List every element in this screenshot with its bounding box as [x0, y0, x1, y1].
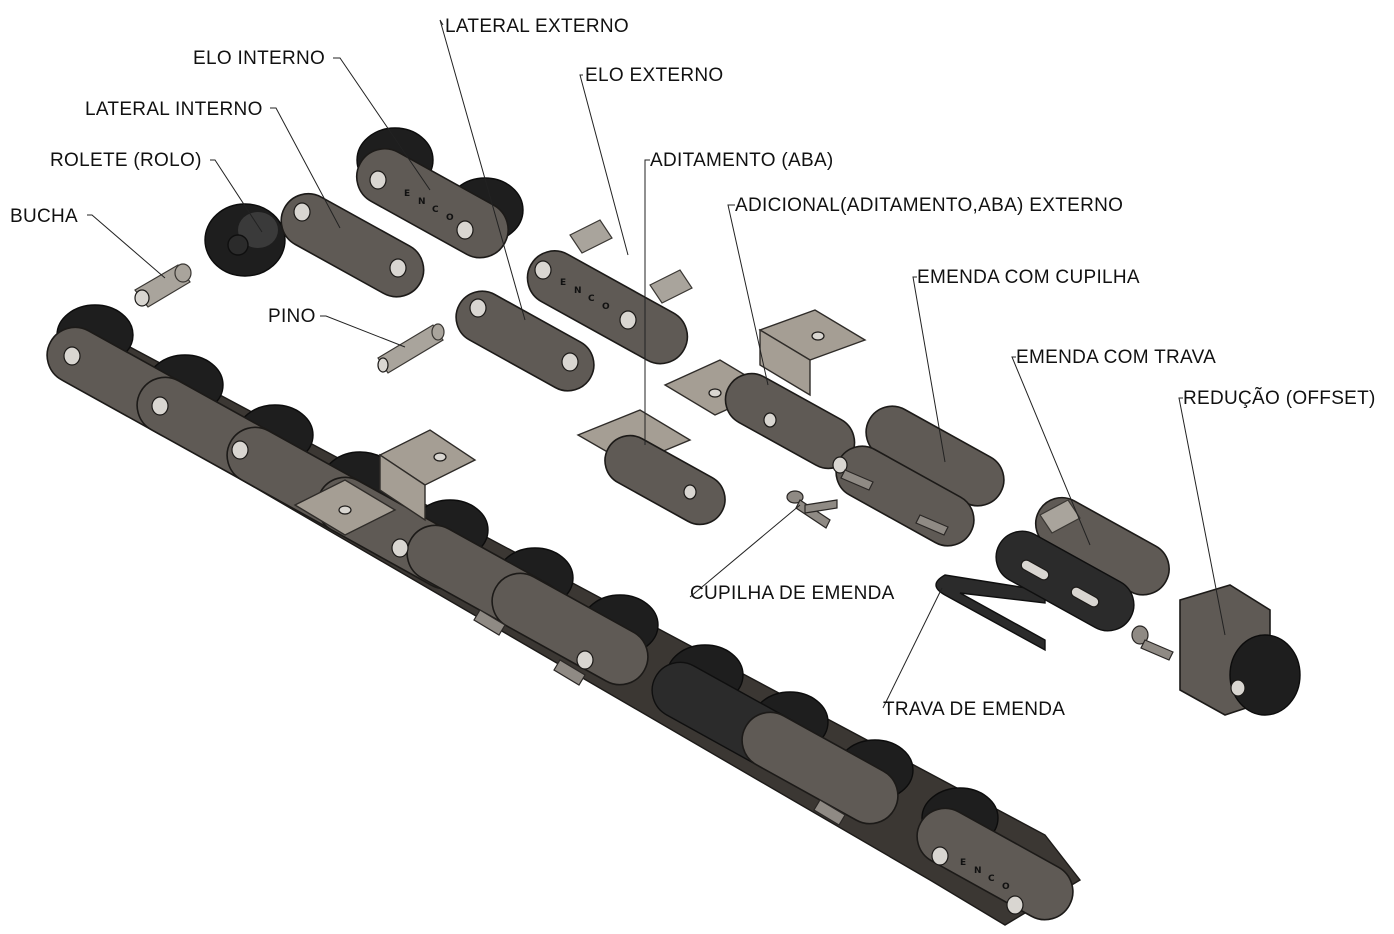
part-trava-de-emenda: [935, 574, 1046, 652]
labels: LATERAL EXTERNO ELO INTERNO ELO EXTERNO …: [10, 16, 1376, 720]
label-trava-de-emenda: TRAVA DE EMENDA: [883, 699, 1065, 720]
label-pino: PINO: [268, 306, 316, 327]
chain-attachment-tabs: [293, 429, 477, 536]
leader-lateral-externo: [439, 19, 526, 321]
part-pino: [377, 323, 445, 374]
leader-trava-de-emenda: [882, 587, 943, 709]
leader-bucha: [87, 214, 166, 279]
leader-lines: [87, 19, 1226, 709]
leader-adicional-externo: [727, 204, 769, 386]
plate-mark: O: [602, 302, 610, 312]
label-adicional-externo: ADICIONAL(ADITAMENTO,ABA) EXTERNO: [735, 195, 1123, 216]
leader-emenda-com-cupilha: [912, 276, 946, 463]
leader-elo-interno: [333, 57, 431, 191]
plate-mark: N: [418, 197, 426, 207]
leader-lateral-interno: [270, 107, 341, 229]
plate-mark: O: [1002, 882, 1010, 892]
label-reducao-offset: REDUÇÃO (OFFSET): [1183, 387, 1376, 409]
label-cupilha-de-emenda: CUPILHA DE EMENDA: [690, 583, 895, 604]
part-reducao-offset: [1131, 584, 1301, 716]
leader-emenda-com-trava: [1011, 356, 1091, 546]
part-bucha: [134, 263, 192, 308]
part-emenda-com-cupilha: [832, 405, 1005, 547]
plate-markings: E N C O E N C O E N C O: [404, 189, 1010, 892]
leader-pino: [320, 315, 406, 348]
part-cupilha-de-emenda: [786, 490, 838, 529]
label-lateral-externo: LATERAL EXTERNO: [445, 16, 629, 37]
assembled-chain: [46, 304, 1082, 926]
part-aditamento-aba: [576, 409, 726, 526]
plate-mark: N: [574, 286, 582, 296]
leader-cupilha-de-emenda: [689, 504, 801, 598]
part-adicional-externo: [663, 309, 867, 470]
part-emenda-com-trava: [995, 496, 1170, 632]
plate-mark: C: [988, 874, 995, 884]
part-elo-externo: [526, 219, 693, 365]
leader-aditamento-aba: [644, 159, 650, 445]
part-rolete: [204, 203, 286, 277]
plate-mark: C: [432, 205, 439, 215]
leader-reducao-offset: [1178, 397, 1226, 636]
plate-mark: E: [404, 189, 410, 199]
plate-mark: O: [446, 213, 454, 223]
label-rolete-rolo: ROLETE (ROLO): [50, 150, 202, 171]
label-elo-externo: ELO EXTERNO: [585, 65, 723, 86]
label-emenda-com-cupilha: EMENDA COM CUPILHA: [917, 267, 1140, 288]
chain-cotter-pins: [473, 609, 846, 826]
label-elo-interno: ELO INTERNO: [193, 48, 325, 69]
label-aditamento-aba: ADITAMENTO (ABA): [650, 150, 834, 171]
leader-elo-externo: [579, 74, 629, 256]
chain-front-plates: [46, 326, 1074, 921]
plate-mark: E: [560, 278, 566, 288]
part-lateral-externo: [455, 290, 595, 392]
plate-mark: C: [588, 294, 595, 304]
leader-rolete: [210, 159, 263, 233]
part-elo-interno: [355, 127, 524, 259]
part-lateral-interno: [280, 192, 425, 298]
plate-mark: E: [960, 858, 966, 868]
plate-mark: N: [974, 866, 982, 876]
label-lateral-interno: LATERAL INTERNO: [85, 99, 263, 120]
chain-pins: [63, 346, 1024, 915]
label-bucha: BUCHA: [10, 206, 78, 227]
label-emenda-com-trava: EMENDA COM TRAVA: [1016, 347, 1216, 368]
